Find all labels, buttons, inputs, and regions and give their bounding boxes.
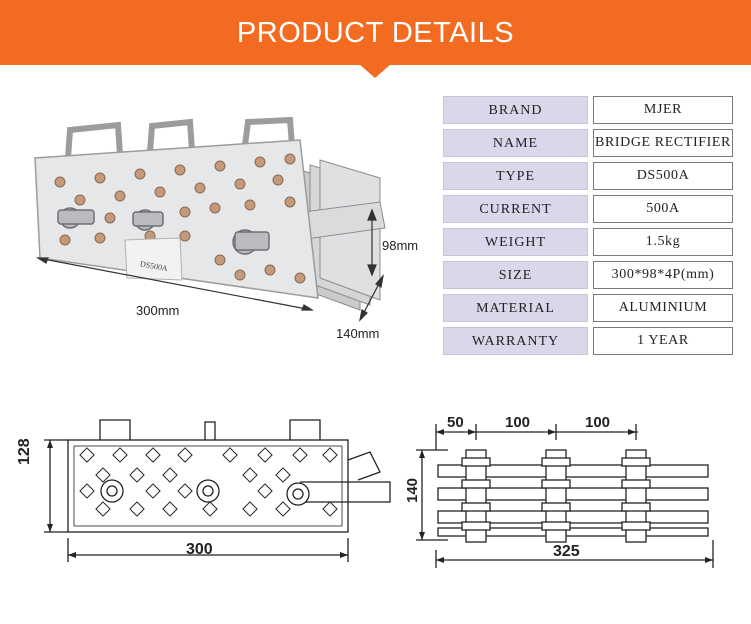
spec-label: WEIGHT [443,228,588,256]
spec-row-material: MATERIAL ALUMINIUM [443,294,733,322]
spec-label: SIZE [443,261,588,289]
depth-label: 140mm [336,326,380,341]
plate-holes [54,153,306,284]
spec-row-size: SIZE 300*98*4P(mm) [443,261,733,289]
side-dim-c: 100 [585,414,611,431]
header-pointer [359,64,391,78]
spec-row-warranty: WARRANTY 1 YEAR [443,327,733,355]
main-plate [34,139,319,299]
spec-label: CURRENT [443,195,588,223]
spec-row-brand: BRAND MJER [443,96,733,124]
side-dim-a: 50 [447,414,464,431]
page-title: PRODUCT DETAILS [236,17,515,49]
spec-label: WARRANTY [443,327,588,355]
front-drawing [44,419,391,562]
spec-value: 1 YEAR [593,327,733,355]
spec-row-type: TYPE DS500A [443,162,733,190]
side-width-dim: 325 [553,543,580,560]
side-drawing [416,424,714,568]
terminal-studs [57,207,270,255]
front-height-dim: 128 [16,438,33,465]
length-label: 300mm [136,303,180,318]
spec-label: BRAND [443,96,588,124]
spec-value: ALUMINIUM [593,294,733,322]
side-dim-b: 100 [505,414,531,431]
spec-row-current: CURRENT 500A [443,195,733,223]
spec-label: NAME [443,129,588,157]
spec-value: MJER [593,96,733,124]
spec-label: MATERIAL [443,294,588,322]
product-photo: DS500A [34,116,386,322]
spec-row-name: NAME BRIDGE RECTIFIER [443,129,733,157]
side-height-dim: 140 [404,477,421,503]
spec-row-weight: WEIGHT 1.5kg [443,228,733,256]
height-label: 98mm [382,238,419,253]
header-banner [0,0,751,65]
spec-label: TYPE [443,162,588,190]
spec-value: DS500A [593,162,733,190]
spec-value: 500A [593,195,733,223]
spec-value: BRIDGE RECTIFIER [593,129,733,157]
spec-value: 1.5kg [593,228,733,256]
front-width-dim: 300 [186,541,213,558]
label-sticker [124,237,183,281]
spec-value: 300*98*4P(mm) [593,261,733,289]
